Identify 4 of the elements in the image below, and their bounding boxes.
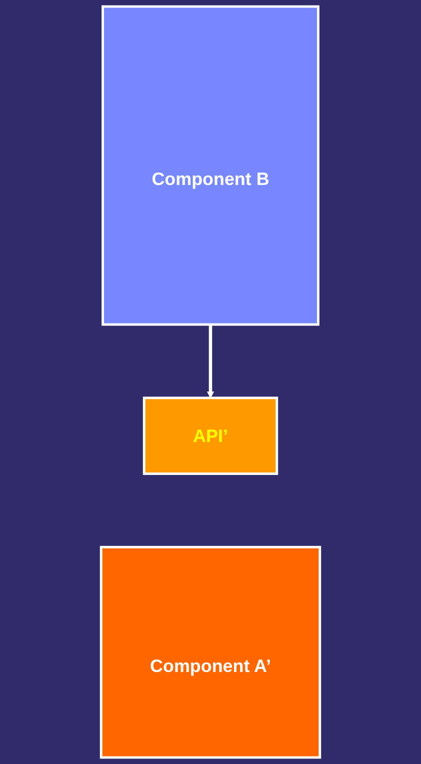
arrow xyxy=(206,324,214,398)
node-box xyxy=(102,5,320,326)
node-box xyxy=(100,546,322,759)
node-box xyxy=(142,396,278,475)
